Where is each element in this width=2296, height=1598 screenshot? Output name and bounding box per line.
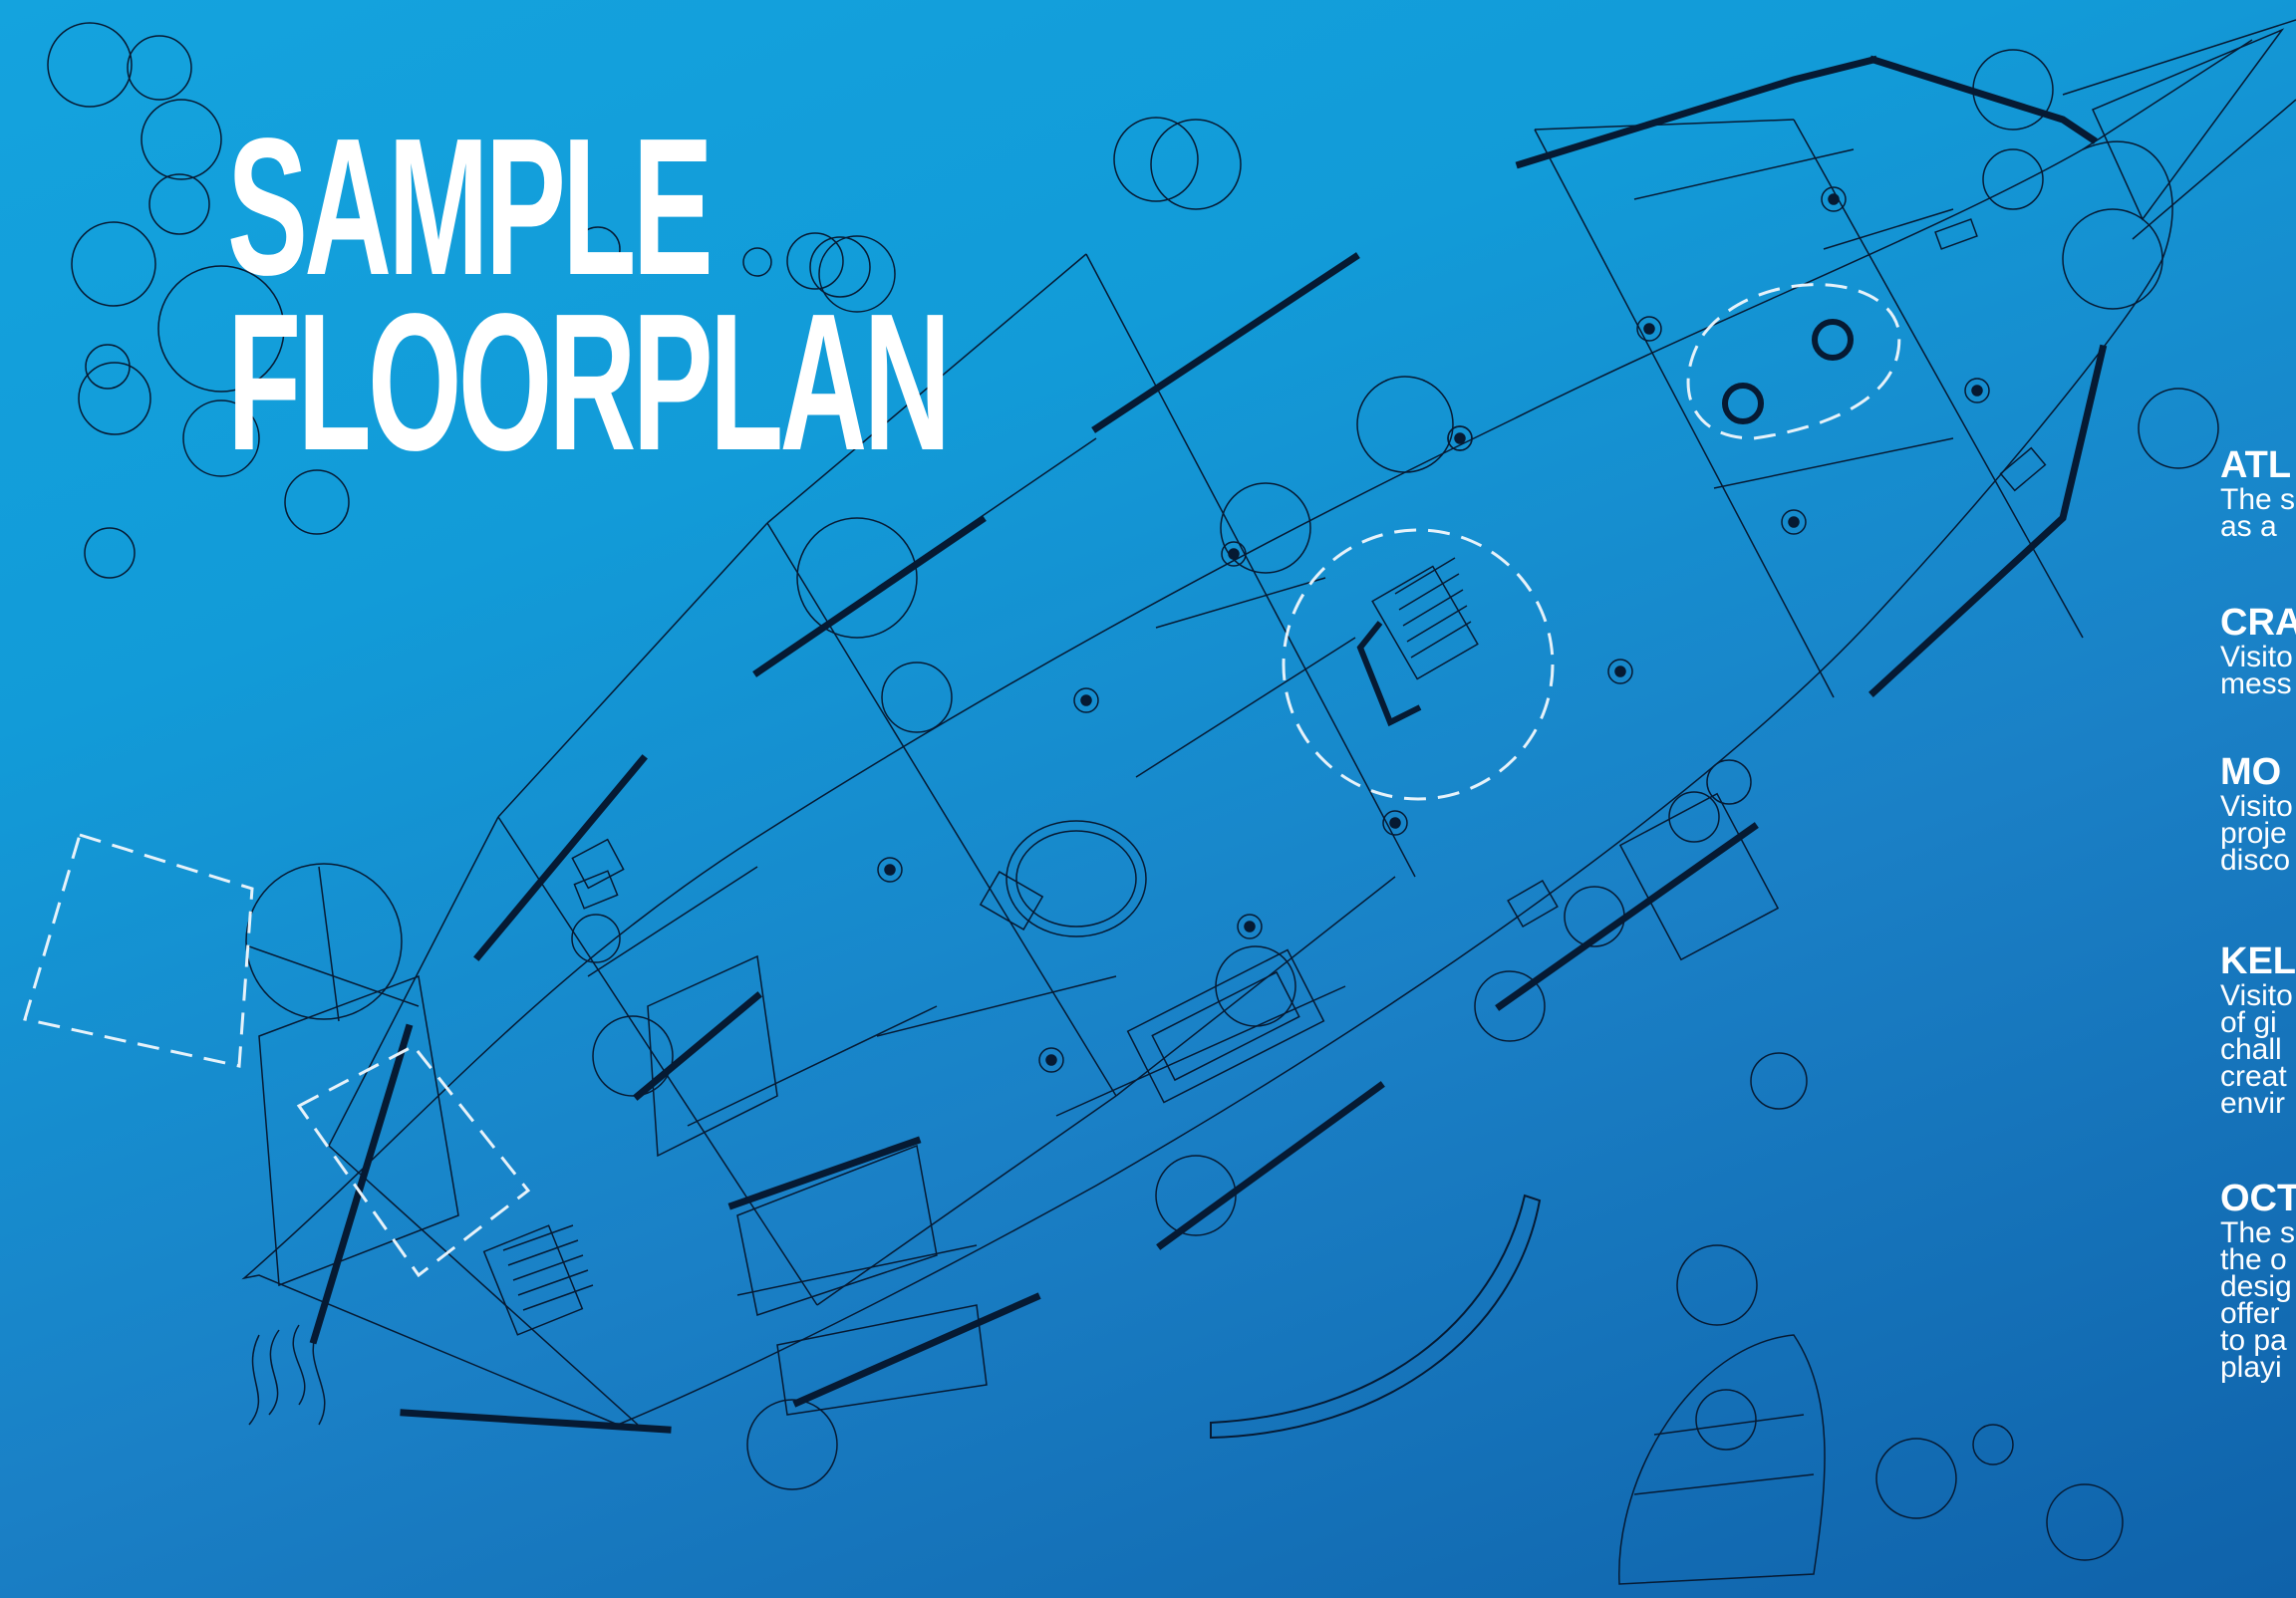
zone-text-line: The s (2220, 1216, 2296, 1249)
segment-walls (328, 119, 2084, 1426)
zone-text-line: proje (2220, 817, 2287, 850)
stairs (482, 557, 1479, 1336)
zone-text-line: creat (2220, 1060, 2287, 1093)
central-table (979, 830, 1137, 931)
airlock-pod (245, 863, 459, 1287)
zone-text-line: of gi (2220, 1006, 2277, 1039)
title-line-2: FLOORPLAN (227, 273, 951, 491)
zone-atl: ATL The s as a (2220, 444, 2296, 543)
zone-cra: CRA Visito mess (2220, 602, 2296, 700)
zone-text-line: chall (2220, 1033, 2282, 1066)
zone-mo: MO Visito proje disco (2220, 751, 2296, 877)
lower-deck-rooms (571, 838, 988, 1416)
zone-heading: MO (2220, 751, 2282, 793)
round-rooms (571, 376, 1808, 1236)
page-title: SAMPLE FLOORPLAN (227, 98, 951, 491)
outer-walls (309, 55, 2108, 1434)
zone-text-line: The s (2220, 483, 2296, 516)
zone-text-line: disco (2220, 844, 2291, 877)
zone-kel: KEL Visito of gi chall creat envir (2220, 940, 2296, 1120)
zone-text-line: Visito (2220, 979, 2293, 1012)
zone-text-line: Visito (2220, 790, 2293, 823)
zone-text-line: the o (2220, 1243, 2287, 1276)
dashed-highlights (23, 283, 1901, 1278)
title-line-1: SAMPLE (227, 98, 714, 316)
zone-text-line: to pa (2220, 1324, 2287, 1357)
zone-text-line: playi (2220, 1351, 2282, 1384)
zone-text-line: Visito (2220, 641, 2293, 673)
zone-text-line: offer (2220, 1297, 2280, 1330)
bubbles-decoration (47, 22, 2219, 1561)
sofa (1126, 948, 1325, 1104)
zone-heading: KEL (2220, 940, 2296, 982)
posts (877, 186, 1990, 1073)
zone-heading: CRA (2220, 602, 2296, 644)
jellyfish-sculpture (248, 1324, 326, 1426)
curved-bench (1210, 1194, 1542, 1440)
zone-oct: OCT The s the o desig offer to pa playi (2220, 1178, 2296, 1384)
zone-heading: ATL (2220, 444, 2292, 486)
zone-text-line: envir (2220, 1087, 2286, 1120)
zone-text-line: desig (2220, 1270, 2292, 1303)
zone-text-line: mess (2220, 667, 2292, 700)
zone-heading: OCT (2220, 1178, 2296, 1219)
rocket-hull (241, 19, 2296, 1426)
zone-text-line: as a (2220, 510, 2277, 543)
tank-machinery (1356, 319, 1854, 727)
boat-outline (1618, 1334, 1826, 1585)
